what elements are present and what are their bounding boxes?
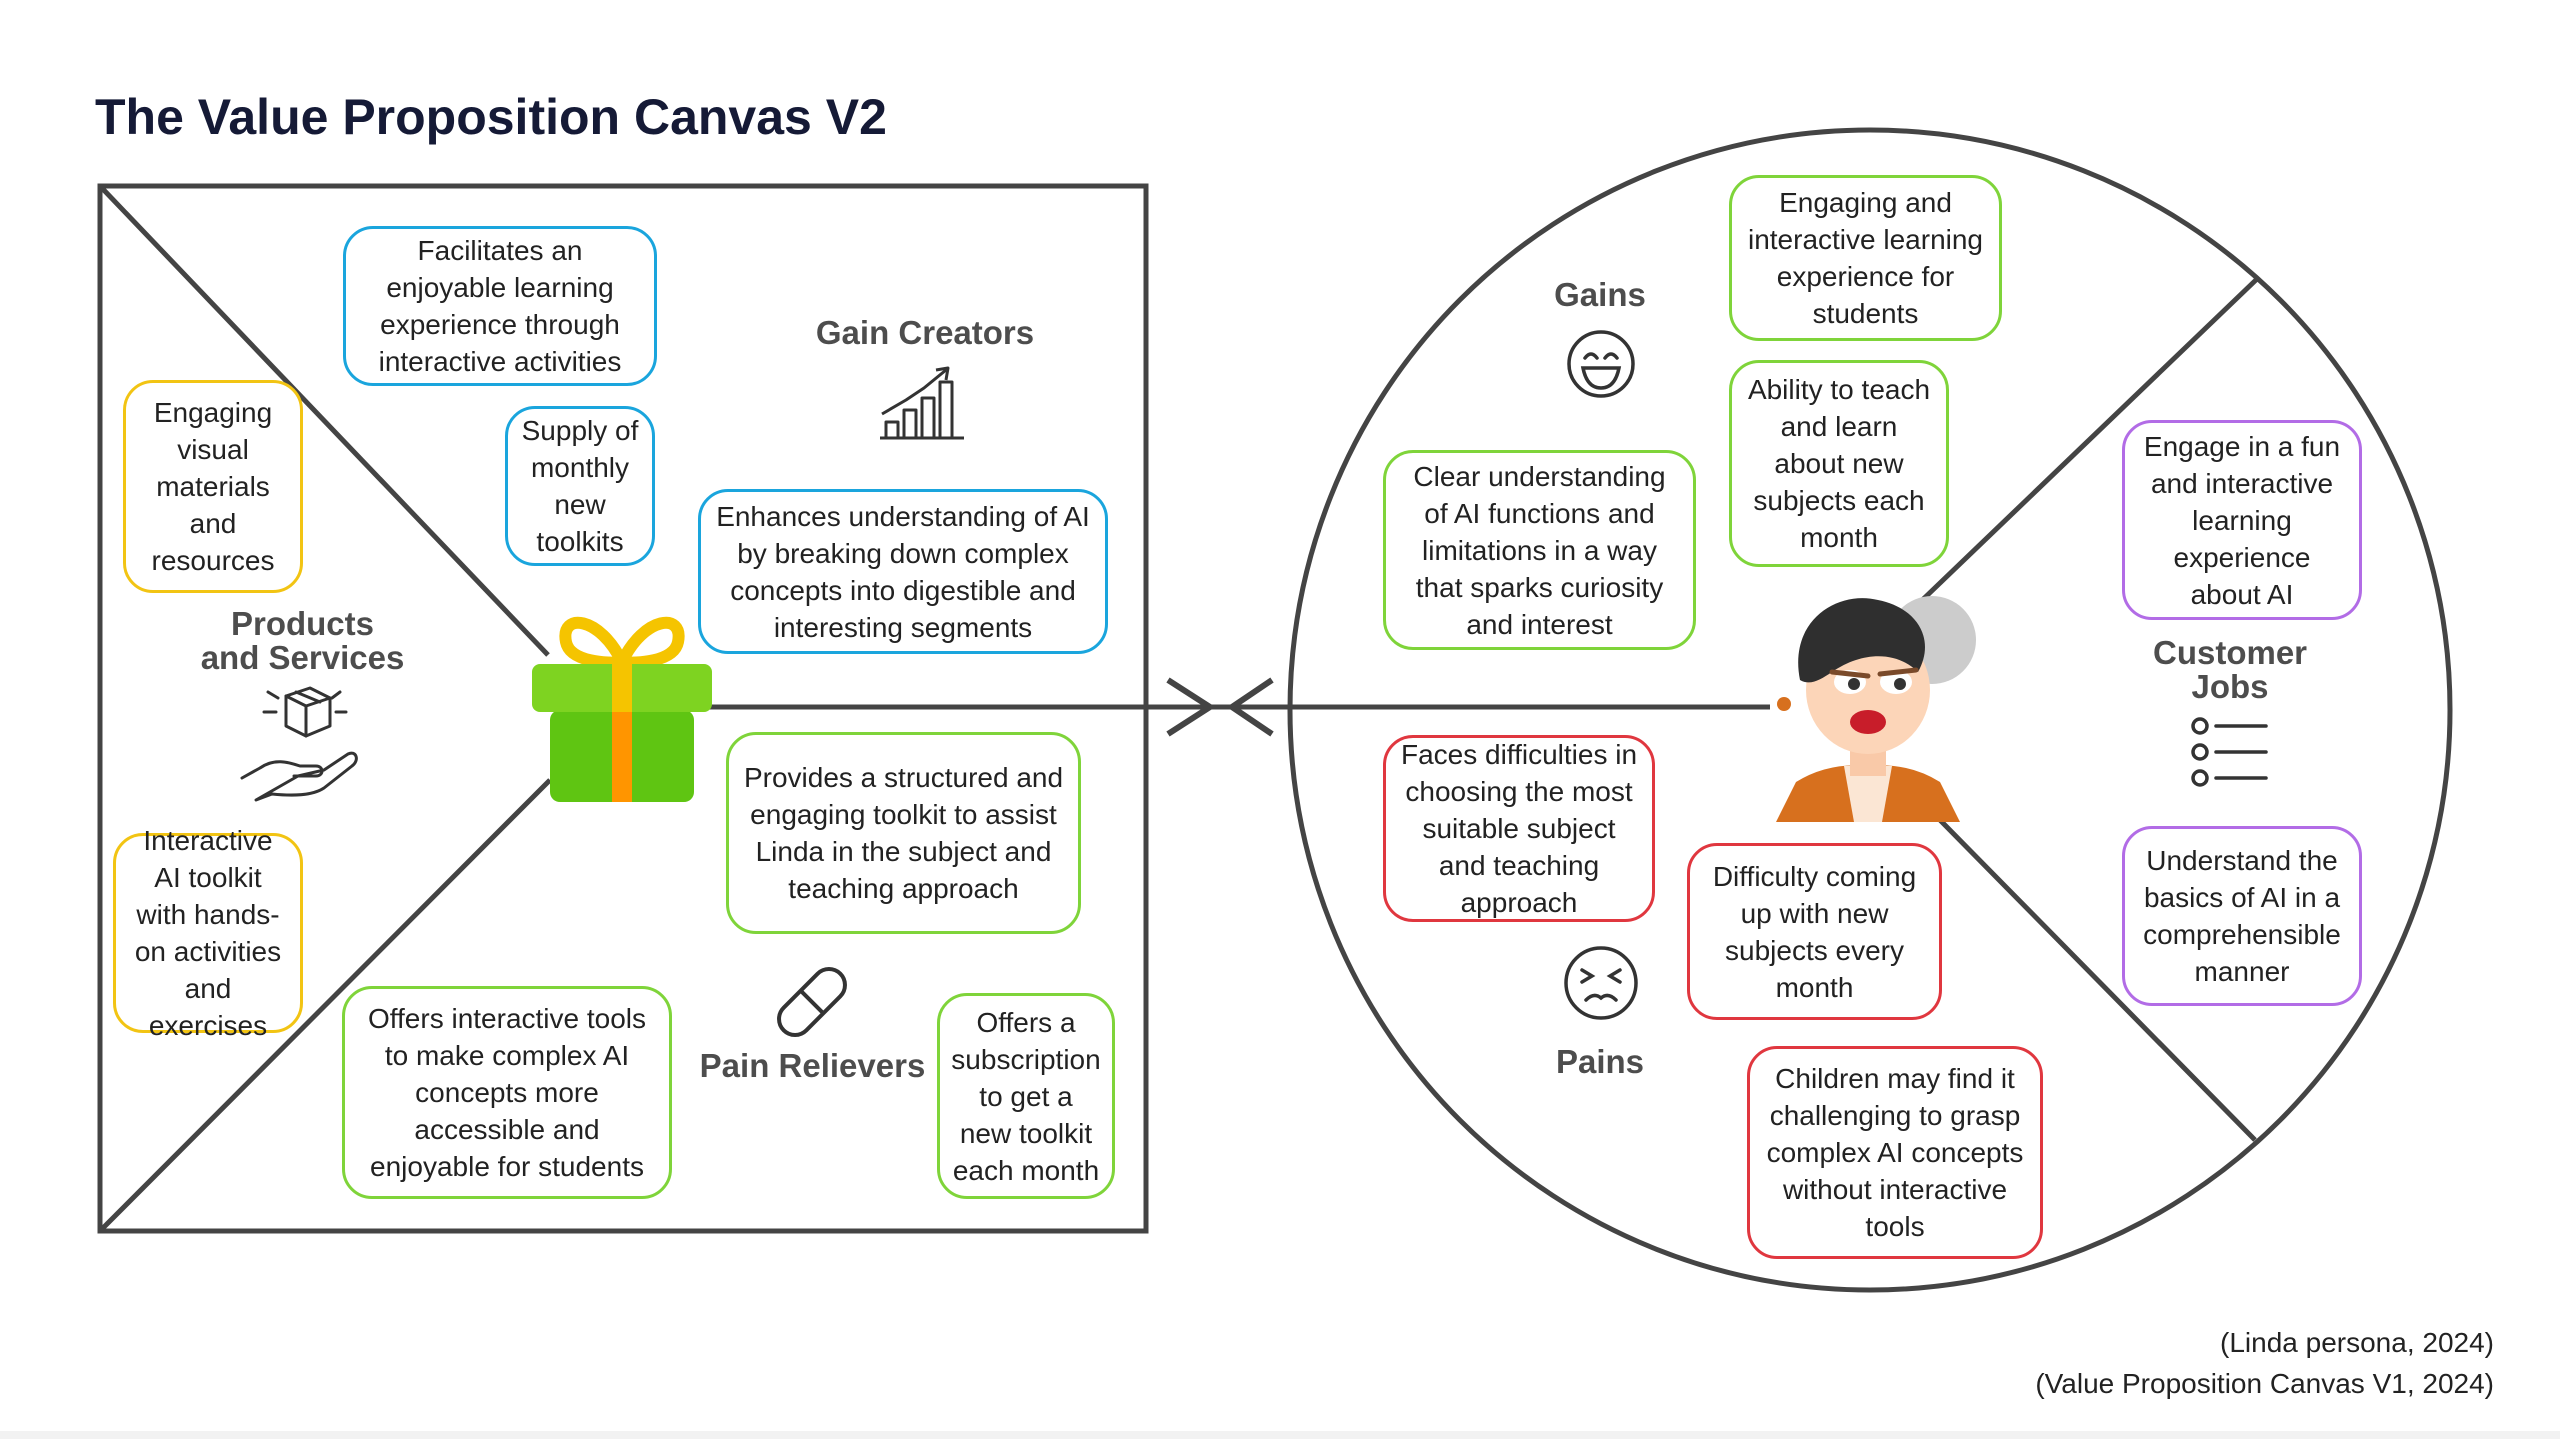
gift-icon xyxy=(532,616,712,802)
smile-face-icon xyxy=(1567,330,1635,398)
gains-label: Gains xyxy=(1554,276,1646,313)
note-interactive-toolkit: Interactive AI toolkit with hands-on act… xyxy=(113,825,303,1041)
customer-jobs-line1: Customer xyxy=(2152,634,2308,671)
circle-divider-top xyxy=(1913,276,2260,609)
note-engaging-visuals: Engaging visual materials and resources xyxy=(123,380,303,593)
note-monthly-toolkits: Supply of monthly new toolkits xyxy=(505,406,655,566)
note-engaging-learning: Engaging and interactive learning experi… xyxy=(1729,175,2002,341)
persona-avatar xyxy=(1776,596,1976,822)
note-engage-fun: Engage in a fun and interactive learning… xyxy=(2122,420,2362,620)
credits: (Linda persona, 2024) (Value Proposition… xyxy=(2035,1322,2494,1404)
customer-jobs-line2: Jobs xyxy=(2191,668,2269,705)
sad-face-icon xyxy=(1564,946,1638,1020)
box-in-hand-icon xyxy=(240,686,358,802)
gain-creators-label: Gain Creators xyxy=(815,314,1035,351)
value-map-diagonal-top xyxy=(98,184,550,657)
note-structured-toolkit: Provides a structured and engaging toolk… xyxy=(726,732,1081,934)
pill-icon xyxy=(777,967,847,1037)
note-choosing-difficulty: Faces difficulties in choosing the most … xyxy=(1383,735,1655,922)
note-interactive-tools: Offers interactive tools to make complex… xyxy=(342,986,672,1199)
list-icon xyxy=(2191,717,2268,787)
bottom-bar xyxy=(0,1431,2560,1439)
note-teach-new-subjects: Ability to teach and learn about new sub… xyxy=(1729,360,1949,567)
note-subscription: Offers a subscription to get a new toolk… xyxy=(937,993,1115,1199)
page-title: The Value Proposition Canvas V2 xyxy=(95,89,887,145)
products-services-line2: and Services xyxy=(200,639,405,676)
pains-label: Pains xyxy=(1555,1043,1645,1080)
value-map-diagonal-bottom xyxy=(98,778,552,1233)
products-services-label: Products and Services xyxy=(160,607,445,675)
customer-jobs-label: Customer Jobs xyxy=(2130,636,2330,704)
products-services-line1: Products xyxy=(230,605,375,642)
credit-canvas-v1: (Value Proposition Canvas V1, 2024) xyxy=(2035,1368,2494,1399)
customer-profile-circle xyxy=(1287,127,2453,1293)
note-enhances-understanding: Enhances understanding of AI by breaking… xyxy=(698,489,1108,654)
note-children-grasp: Children may find it challenging to gras… xyxy=(1747,1046,2043,1259)
circle-divider-bottom xyxy=(1936,816,2257,1142)
note-enjoyable-experience: Facilitates an enjoyable learning experi… xyxy=(343,226,657,386)
credit-persona: (Linda persona, 2024) xyxy=(2220,1327,2494,1358)
chevron-right-icon xyxy=(1166,677,1213,737)
note-understand-basics: Understand the basics of AI in a compreh… xyxy=(2122,826,2362,1006)
pain-relievers-label: Pain Relievers xyxy=(699,1047,926,1084)
growth-chart-icon xyxy=(880,366,964,440)
note-new-subjects-difficulty: Difficulty coming up with new subjects e… xyxy=(1687,843,1942,1020)
chevron-left-icon xyxy=(1229,677,1274,737)
note-clear-understanding: Clear understanding of AI functions and … xyxy=(1383,450,1696,650)
